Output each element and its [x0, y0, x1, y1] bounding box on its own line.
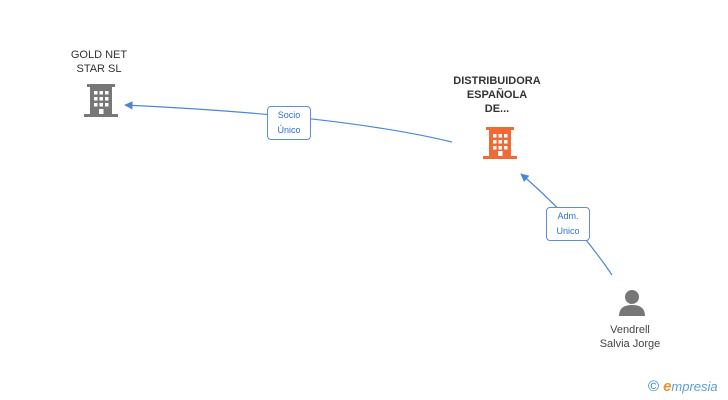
company-name-line: STAR SL	[76, 63, 122, 75]
person-label[interactable]: Vendrell Salvia Jorge	[578, 323, 682, 351]
person-icon[interactable]	[619, 290, 645, 316]
copyright-symbol: ©	[648, 378, 660, 395]
edge-label-line: Unico	[556, 226, 580, 236]
edge-label-line: Socio	[277, 110, 301, 120]
company-name-line: ESPAÑOLA	[466, 89, 528, 101]
edge-label-socio-unico: Socio Único	[267, 106, 311, 140]
edge-label-line: Adm.	[557, 211, 579, 221]
company-name-line: DE...	[484, 103, 510, 115]
brand-name: mpresia	[671, 379, 718, 394]
empresia-logo[interactable]: ©empresia	[648, 378, 718, 395]
edge-label-line: Único	[277, 125, 301, 135]
edge-label-adm-unico: Adm. Unico	[546, 207, 590, 241]
building-icon[interactable]	[483, 127, 517, 159]
person-name-line: Salvia Jorge	[599, 338, 661, 350]
company-label-distribuidora[interactable]: DISTRIBUIDORA ESPAÑOLA DE...	[432, 74, 562, 116]
brand-initial: e	[663, 378, 672, 395]
edge-socio-unico	[124, 101, 453, 143]
company-name-line: GOLD NET	[70, 49, 128, 61]
company-name-line: DISTRIBUIDORA	[453, 75, 541, 87]
person-name-line: Vendrell	[610, 324, 650, 336]
building-icon[interactable]	[84, 84, 118, 117]
company-label-gold-net[interactable]: GOLD NET STAR SL	[48, 48, 150, 76]
